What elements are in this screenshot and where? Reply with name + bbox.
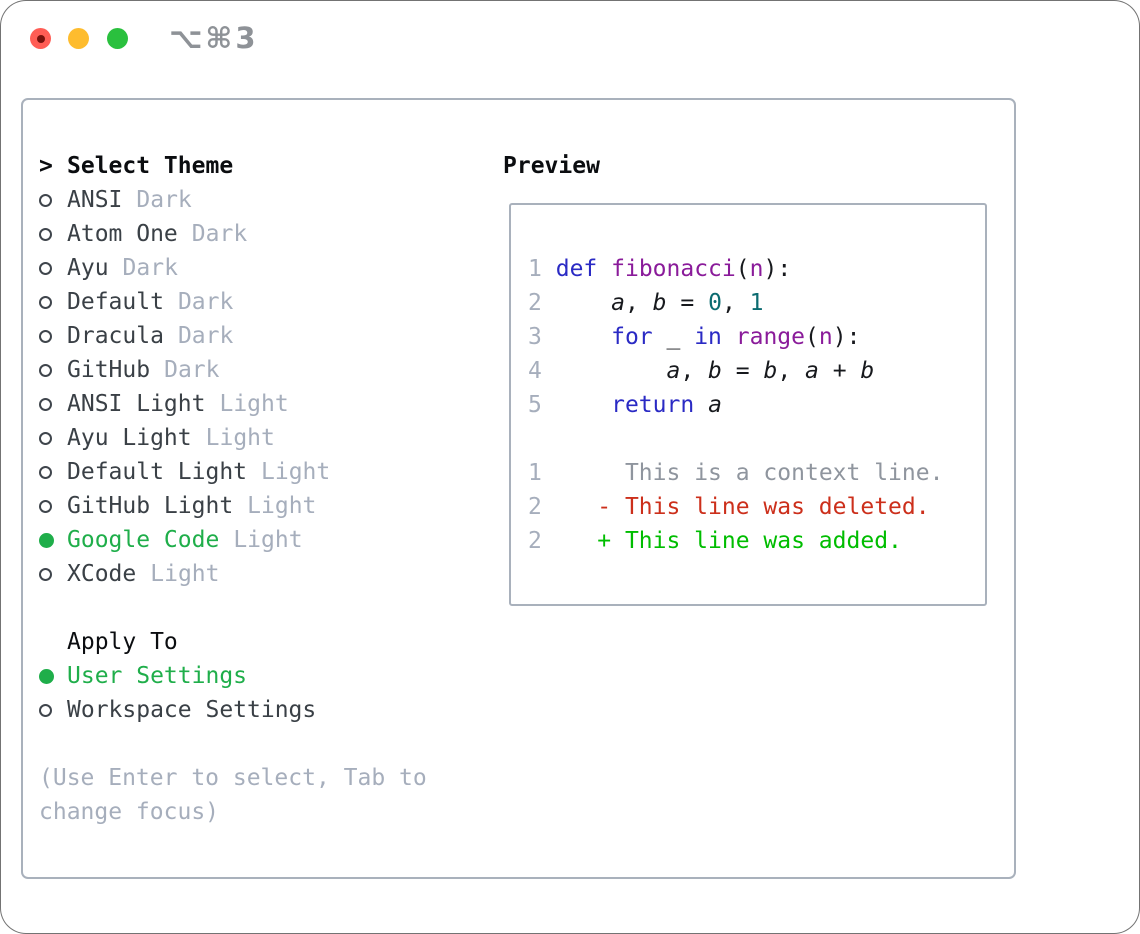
window-title-shortcut: ⌥⌘3 <box>169 21 259 55</box>
select-theme-title: Select Theme <box>67 153 234 179</box>
option-label: ANSI Light <box>67 391 206 417</box>
theme-variant-label: Light <box>247 493 317 519</box>
option-label: Atom One <box>67 221 178 247</box>
option-label: XCode <box>67 561 137 587</box>
header-caret-icon: > <box>39 153 53 179</box>
preview-code-line: 5 return a <box>528 392 722 418</box>
option-label: Ayu Light <box>67 425 192 451</box>
minimize-button[interactable] <box>68 28 89 49</box>
radio-unselected-icon <box>39 227 67 241</box>
theme-variant-label: Dark <box>164 357 220 383</box>
radio-selected-icon <box>39 532 67 548</box>
theme-option[interactable]: XCode Light <box>39 557 484 591</box>
spacer <box>39 727 484 761</box>
option-label: GitHub <box>67 357 151 383</box>
theme-option[interactable]: GitHub Light Light <box>39 489 484 523</box>
select-theme-header: > Select Theme <box>39 149 484 183</box>
close-modified-dot-icon <box>36 34 45 43</box>
option-label: Google Code <box>67 527 220 553</box>
radio-selected-icon <box>39 668 67 684</box>
preview-code-line: 2 - This line was deleted. <box>528 494 930 520</box>
preview-code-line: 2 + This line was added. <box>528 528 902 554</box>
radio-unselected-icon <box>39 295 67 309</box>
radio-unselected-icon <box>39 431 67 445</box>
radio-unselected-icon <box>39 703 67 717</box>
radio-unselected-icon <box>39 363 67 377</box>
theme-option[interactable]: Google Code Light <box>39 523 484 557</box>
theme-variant-label: Dark <box>136 187 192 213</box>
radio-unselected-icon <box>39 499 67 513</box>
theme-variant-label: Dark <box>177 323 234 349</box>
preview-code-line: 1 This is a context line. <box>528 460 944 486</box>
option-label: Default Light <box>67 459 248 485</box>
radio-unselected-icon <box>39 567 67 581</box>
theme-option[interactable]: GitHub Dark <box>39 353 484 387</box>
preview-code-line: 1 def fibonacci(n): <box>528 256 792 282</box>
option-label: Default <box>67 289 164 315</box>
theme-variant-label: Light <box>261 459 331 485</box>
theme-option[interactable]: ANSI Light Light <box>39 387 484 421</box>
option-label: GitHub Light <box>67 493 234 519</box>
theme-option[interactable]: Ayu Dark <box>39 251 484 285</box>
preview-code-line: 3 for _ in range(n): <box>528 324 861 350</box>
help-text-line-1: (Use Enter to select, Tab to <box>39 765 427 791</box>
theme-variant-label: Light <box>150 561 220 587</box>
preview-code-line: 4 a, b = b, a + b <box>528 358 875 384</box>
option-label: Dracula <box>67 323 164 349</box>
option-label: Workspace Settings <box>67 697 317 723</box>
apply-to-option[interactable]: Workspace Settings <box>39 693 484 727</box>
theme-option[interactable]: Default Dark <box>39 285 484 319</box>
radio-unselected-icon <box>39 261 67 275</box>
theme-variant-label: Light <box>233 527 303 553</box>
theme-variant-label: Dark <box>177 289 234 315</box>
theme-variant-label: Light <box>219 391 289 417</box>
apply-to-title: Apply To <box>67 629 178 655</box>
zoom-button[interactable] <box>107 28 128 49</box>
theme-variant-label: Dark <box>191 221 248 247</box>
theme-variant-label: Dark <box>122 255 178 281</box>
theme-variant-label: Light <box>205 425 275 451</box>
option-label: Ayu <box>67 255 109 281</box>
theme-option[interactable]: ANSI Dark <box>39 183 484 217</box>
help-text-line-2: change focus) <box>39 799 220 825</box>
option-label: ANSI <box>67 187 123 213</box>
preview-pane: 1 def fibonacci(n): 2 a, b = 0, 1 3 for _ … <box>509 203 987 606</box>
titlebar: ⌥⌘3 <box>1 1 1139 75</box>
spacer <box>39 591 484 625</box>
apply-to-option[interactable]: User Settings <box>39 659 484 693</box>
theme-option[interactable]: Atom One Dark <box>39 217 484 251</box>
preview-code-line <box>528 422 985 456</box>
preview-column: Preview 1 def fibonacci(n): 2 a, b = 0, 1… <box>501 149 987 606</box>
apply-to-header: Apply To <box>39 625 484 659</box>
close-button[interactable] <box>30 28 51 49</box>
radio-unselected-icon <box>39 465 67 479</box>
preview-title: Preview <box>503 153 600 179</box>
theme-option[interactable]: Dracula Dark <box>39 319 484 353</box>
theme-option[interactable]: Ayu Light Light <box>39 421 484 455</box>
option-label: User Settings <box>67 663 248 689</box>
preview-code-line: 2 a, b = 0, 1 <box>528 290 764 316</box>
radio-unselected-icon <box>39 193 67 207</box>
radio-unselected-icon <box>39 329 67 343</box>
radio-unselected-icon <box>39 397 67 411</box>
theme-option[interactable]: Default Light Light <box>39 455 484 489</box>
